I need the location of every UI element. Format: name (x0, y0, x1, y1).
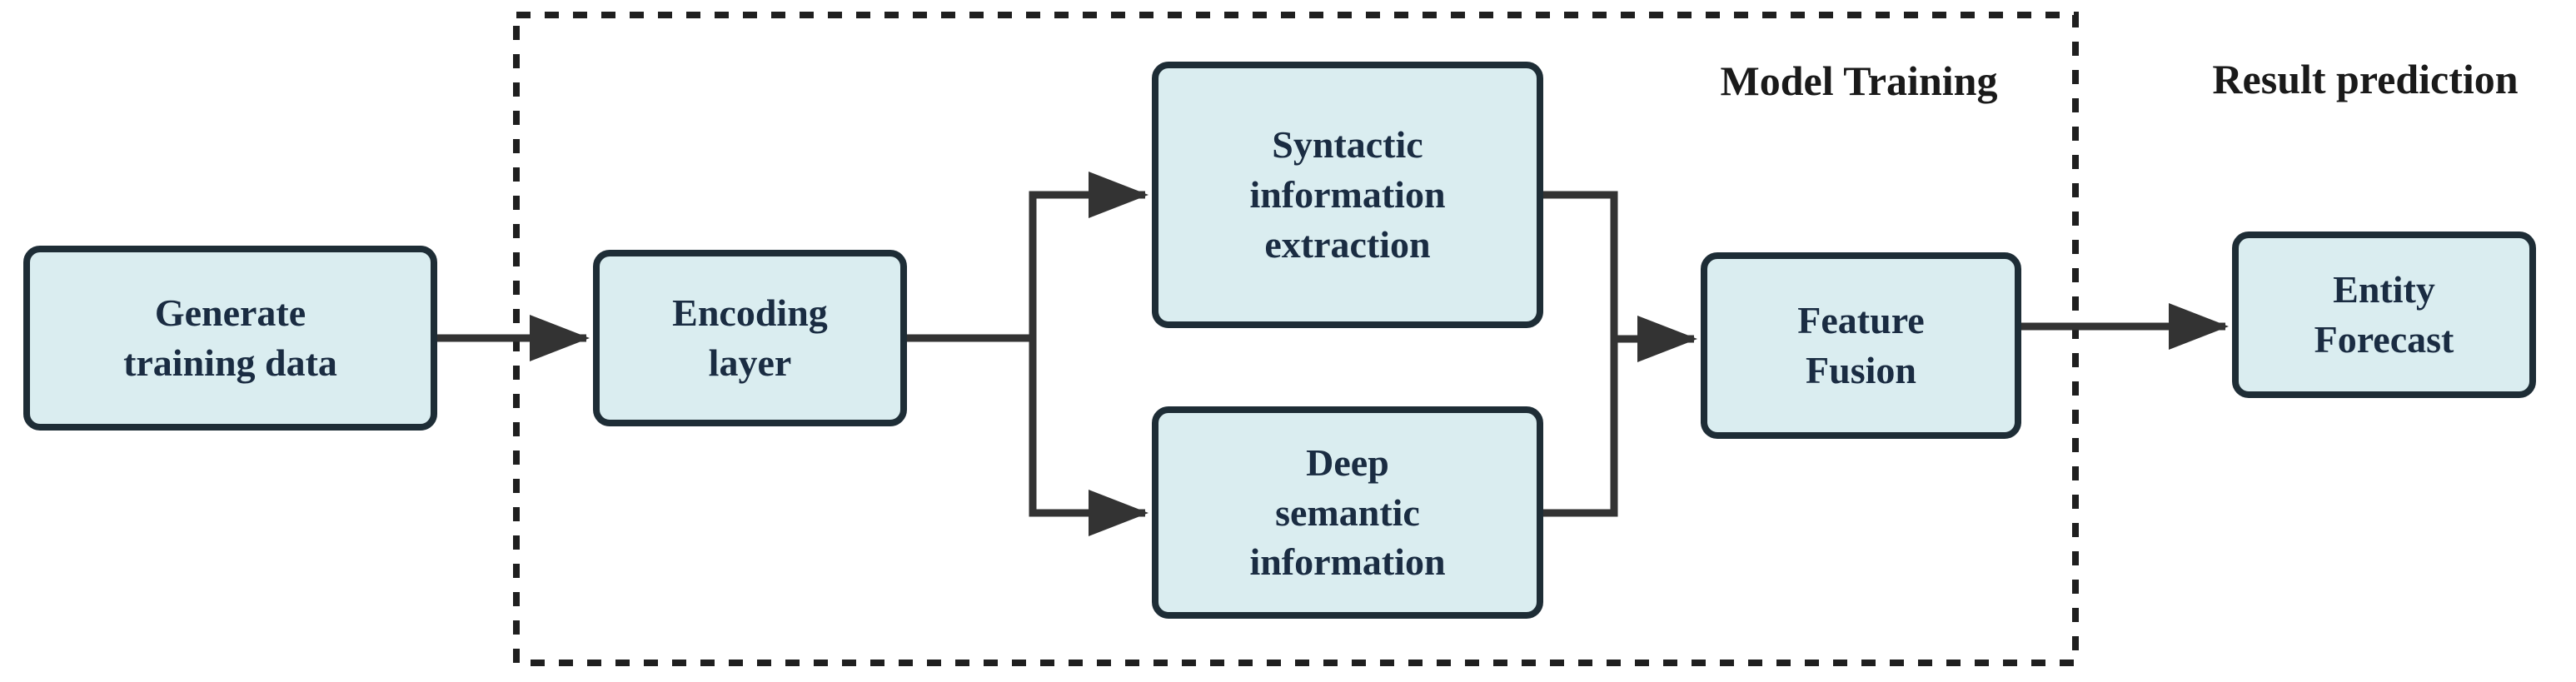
node-generate-training-data: Generate training data (23, 246, 437, 431)
node-feature-fusion: Feature Fusion (1701, 252, 2021, 439)
stage-label-result-prediction: Result prediction (2212, 56, 2519, 102)
connector-merge-rail (1543, 191, 1618, 517)
node-syntactic-information-extraction: Syntactic information extraction (1152, 62, 1543, 328)
node-entity-forecast: Entity Forecast (2232, 231, 2536, 398)
stage-label-model-training: Model Training (1720, 57, 1998, 104)
connector-split-to-syntactic (1029, 172, 1148, 338)
connector-split-to-deep-semantic (1029, 338, 1148, 536)
node-deep-semantic-information: Deep semantic information (1152, 406, 1543, 619)
node-encoding-layer: Encoding layer (593, 250, 907, 426)
